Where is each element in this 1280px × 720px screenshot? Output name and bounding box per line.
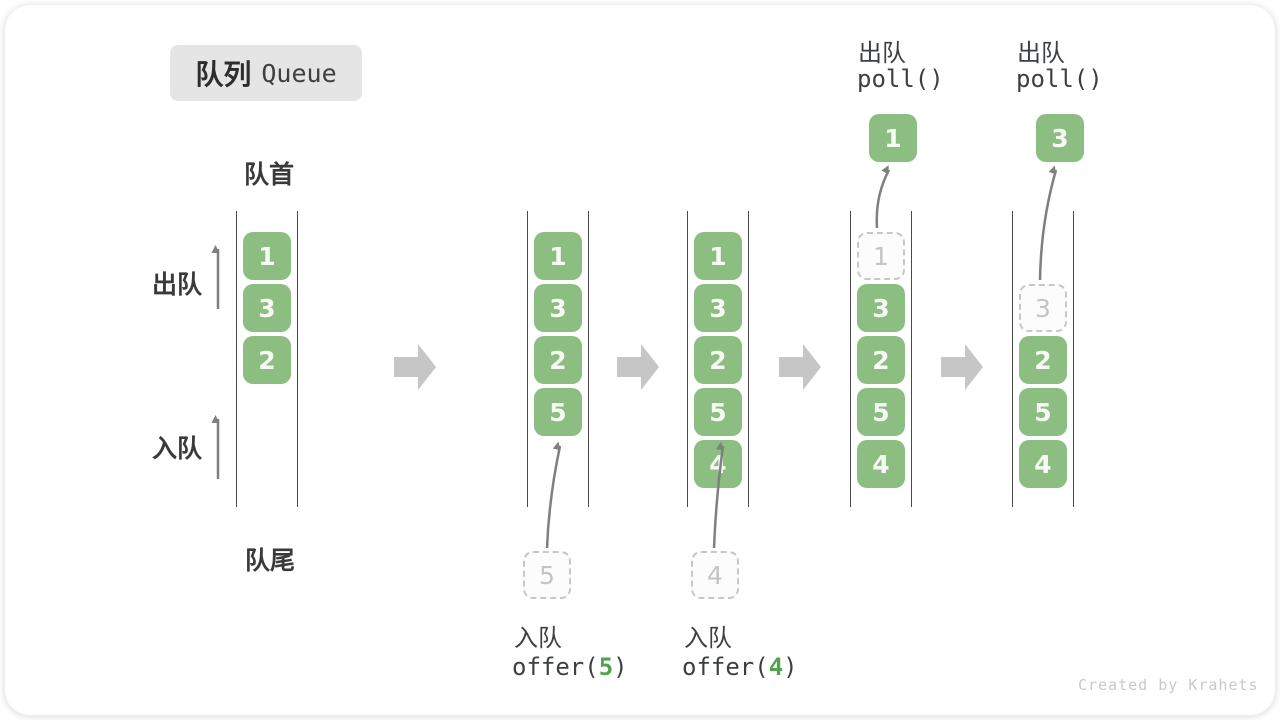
label-dequeue-op-1: 出队 (858, 40, 906, 67)
queue-item: 2 (1019, 336, 1067, 384)
dequeued-item: 3 (1036, 114, 1084, 162)
queue-column-3 (687, 211, 749, 507)
queue-item-ghost: 3 (1019, 284, 1067, 332)
queue-item: 2 (857, 336, 905, 384)
queue-item: 5 (534, 388, 582, 436)
queue-item: 1 (243, 232, 291, 280)
label-enqueue-op-4: 入队 (684, 625, 732, 652)
code-fn-open: offer( (682, 653, 769, 681)
queue-item: 3 (857, 284, 905, 332)
label-enqueue-left: 入队 (152, 435, 203, 463)
code-fn-arg: 4 (768, 653, 784, 681)
queue-item: 4 (857, 440, 905, 488)
queue-item: 2 (534, 336, 582, 384)
enqueue-pending-item: 5 (523, 551, 571, 599)
label-dequeue-left: 出队 (152, 271, 203, 299)
code-poll-3: poll() (1016, 65, 1103, 93)
queue-item: 2 (243, 336, 291, 384)
label-queue-front: 队首 (244, 161, 295, 189)
queue-item: 3 (694, 284, 742, 332)
queue-item: 5 (857, 388, 905, 436)
queue-item: 1 (534, 232, 582, 280)
queue-item: 5 (1019, 388, 1067, 436)
queue-item: 1 (694, 232, 742, 280)
enqueue-pending-item: 4 (691, 551, 739, 599)
queue-item: 3 (243, 284, 291, 332)
code-fn-arg: 5 (598, 653, 614, 681)
diagram-card (4, 4, 1276, 716)
queue-column-5 (1012, 211, 1074, 507)
code-poll-1: poll() (857, 65, 944, 93)
code-offer-4: offer(4) (682, 653, 798, 681)
code-fn-close: ) (613, 653, 628, 681)
queue-column-2 (527, 211, 589, 507)
code-fn-open: offer( (512, 653, 599, 681)
queue-item: 2 (694, 336, 742, 384)
queue-item: 3 (534, 284, 582, 332)
title-en: Queue (261, 58, 337, 88)
label-dequeue-op-3: 出队 (1017, 40, 1065, 67)
code-fn-close: ) (783, 653, 798, 681)
label-queue-rear: 队尾 (245, 547, 296, 575)
dequeued-item: 1 (869, 114, 917, 162)
code-offer-5: offer(5) (512, 653, 628, 681)
title-zh: 队列 (195, 59, 252, 90)
label-enqueue-op-5: 入队 (514, 625, 562, 652)
queue-column-4 (850, 211, 912, 507)
credit-text: Created by Krahets (1078, 676, 1259, 694)
queue-item: 4 (694, 440, 742, 488)
queue-item-ghost: 1 (857, 232, 905, 280)
queue-item: 4 (1019, 440, 1067, 488)
diagram-title: 队列 Queue (170, 45, 362, 101)
queue-item: 5 (694, 388, 742, 436)
queue-column-1 (236, 211, 298, 507)
